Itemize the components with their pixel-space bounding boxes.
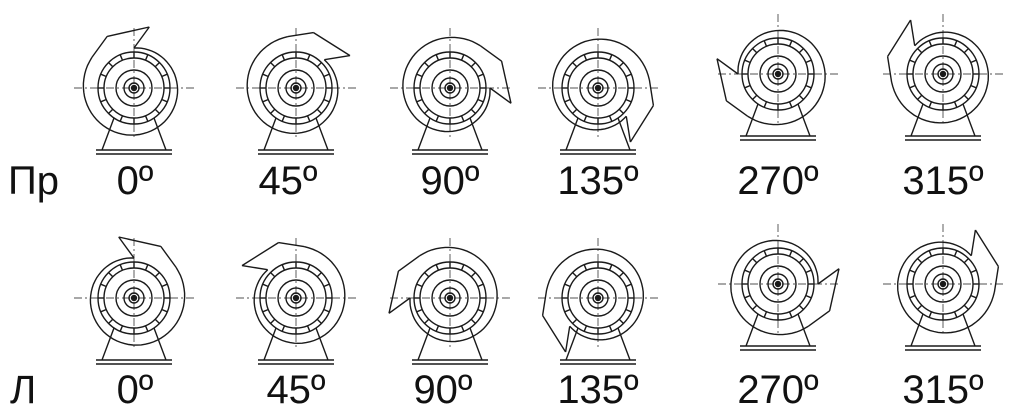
position-label: 45º	[258, 159, 317, 203]
position-label: 270º	[737, 159, 819, 203]
position-label: 135º	[557, 159, 639, 203]
position-label: 315º	[902, 159, 984, 203]
row-label-right: Пр	[8, 159, 59, 203]
fan-left-0	[74, 236, 194, 365]
position-label: 45º	[266, 368, 325, 410]
fan-left-270	[718, 224, 840, 351]
position-label: 315º	[902, 368, 984, 410]
position-label: 135º	[557, 368, 639, 410]
fan-right-45	[236, 28, 356, 155]
fan-drawings	[74, 14, 1003, 365]
fan-right-315	[883, 14, 1003, 141]
position-label: 270º	[737, 368, 819, 410]
position-label: 90º	[420, 159, 479, 203]
position-label: 0º	[117, 159, 154, 203]
fan-right-270	[716, 14, 838, 141]
position-label: 90º	[413, 368, 472, 410]
position-label: 0º	[117, 368, 154, 410]
fan-right-0	[74, 26, 194, 155]
row-label-left: Л	[10, 368, 36, 410]
fan-left-315	[883, 224, 1003, 351]
fan-left-90	[388, 238, 510, 365]
fan-right-135	[538, 28, 658, 155]
fan-left-135	[538, 238, 658, 365]
fan-right-90	[390, 28, 512, 155]
fan-left-45	[236, 238, 356, 365]
